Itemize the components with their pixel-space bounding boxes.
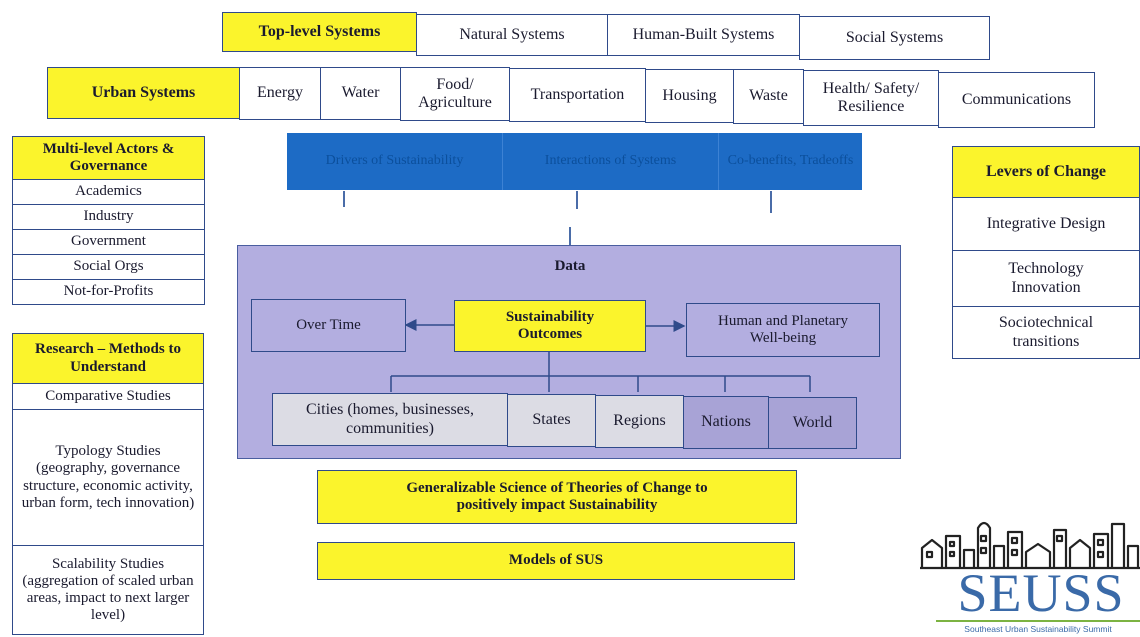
- scale-cities: Cities (homes, businesses, communities): [272, 393, 508, 446]
- urban-item-housing: Housing: [645, 69, 734, 123]
- urban-item-energy: Energy: [239, 67, 321, 120]
- urban-item-transportation: Transportation: [509, 68, 646, 122]
- scale-nations: Nations: [683, 396, 769, 449]
- wellbeing-box: Human and Planetary Well-being: [686, 303, 880, 357]
- seuss-logo: SEUSS Southeast Urban Sustainability Sum…: [918, 510, 1140, 637]
- urban-item-waste: Waste: [733, 69, 804, 124]
- actor-not-for-profits: Not-for-Profits: [12, 280, 205, 305]
- city-skyline-icon: [920, 521, 1140, 570]
- over-time-box: Over Time: [251, 299, 406, 352]
- band-cobenefits-tradeoffs: Co-benefits, Tradeoffs: [727, 153, 854, 169]
- band-connector-4: [569, 227, 571, 245]
- urban-item-water: Water: [320, 67, 401, 120]
- levers-list: Levers of Change Integrative Design Tech…: [952, 146, 1140, 359]
- research-header: Research – Methods to Understand: [12, 333, 204, 384]
- actor-government: Government: [12, 230, 205, 255]
- data-panel-title: Data: [554, 258, 586, 275]
- urban-item-food-agriculture: Food/ Agriculture: [400, 67, 510, 121]
- models-of-sus-box: Models of SUS: [317, 542, 795, 580]
- research-typology-studies: Typology Studies (geography, governance …: [12, 410, 204, 546]
- human-built-systems-cell: Human-Built Systems: [607, 14, 800, 56]
- top-level-systems-header: Top-level Systems: [222, 12, 417, 52]
- actor-social-orgs: Social Orgs: [12, 255, 205, 280]
- scale-world: World: [768, 397, 857, 449]
- scale-regions: Regions: [595, 395, 684, 448]
- band-drivers-of-sustainability: Drivers of Sustainability: [287, 133, 503, 190]
- urban-item-communications: Communications: [938, 72, 1095, 128]
- band-connector-3: [770, 191, 772, 213]
- band-connector-2: [576, 191, 578, 209]
- band-connector-1: [343, 191, 345, 207]
- levers-header: Levers of Change: [952, 146, 1140, 198]
- research-list: Research – Methods to Understand Compara…: [12, 333, 204, 635]
- lever-technology-innovation: Technology Innovation: [952, 251, 1140, 307]
- actors-header: Multi-level Actors & Governance: [12, 136, 205, 180]
- seuss-rule: [936, 620, 1140, 622]
- actors-list: Multi-level Actors & Governance Academic…: [12, 136, 205, 305]
- actor-industry: Industry: [12, 205, 205, 230]
- actor-academics: Academics: [12, 180, 205, 205]
- seuss-tagline: Southeast Urban Sustainability Summit: [964, 624, 1112, 634]
- seuss-wordmark: SEUSS: [957, 563, 1125, 623]
- lever-sociotechnical-transitions: Sociotechnical transitions: [952, 307, 1140, 359]
- social-systems-cell: Social Systems: [799, 16, 990, 60]
- research-comparative-studies: Comparative Studies: [12, 384, 204, 410]
- lever-integrative-design: Integrative Design: [952, 198, 1140, 251]
- drivers-band: Drivers of Sustainability Interactions o…: [287, 133, 862, 190]
- research-scalability-studies: Scalability Studies (aggregation of scal…: [12, 546, 204, 635]
- natural-systems-cell: Natural Systems: [416, 14, 608, 56]
- band-interactions-of-systems: Interactions of Systems: [503, 133, 719, 190]
- generalizable-science-box: Generalizable Science of Theories of Cha…: [317, 470, 797, 524]
- urban-systems-header: Urban Systems: [47, 67, 240, 119]
- urban-item-health-safety-resilience: Health/ Safety/ Resilience: [803, 70, 939, 126]
- sustainability-outcomes-box: Sustainability Outcomes: [454, 300, 646, 352]
- scale-states: States: [507, 394, 596, 447]
